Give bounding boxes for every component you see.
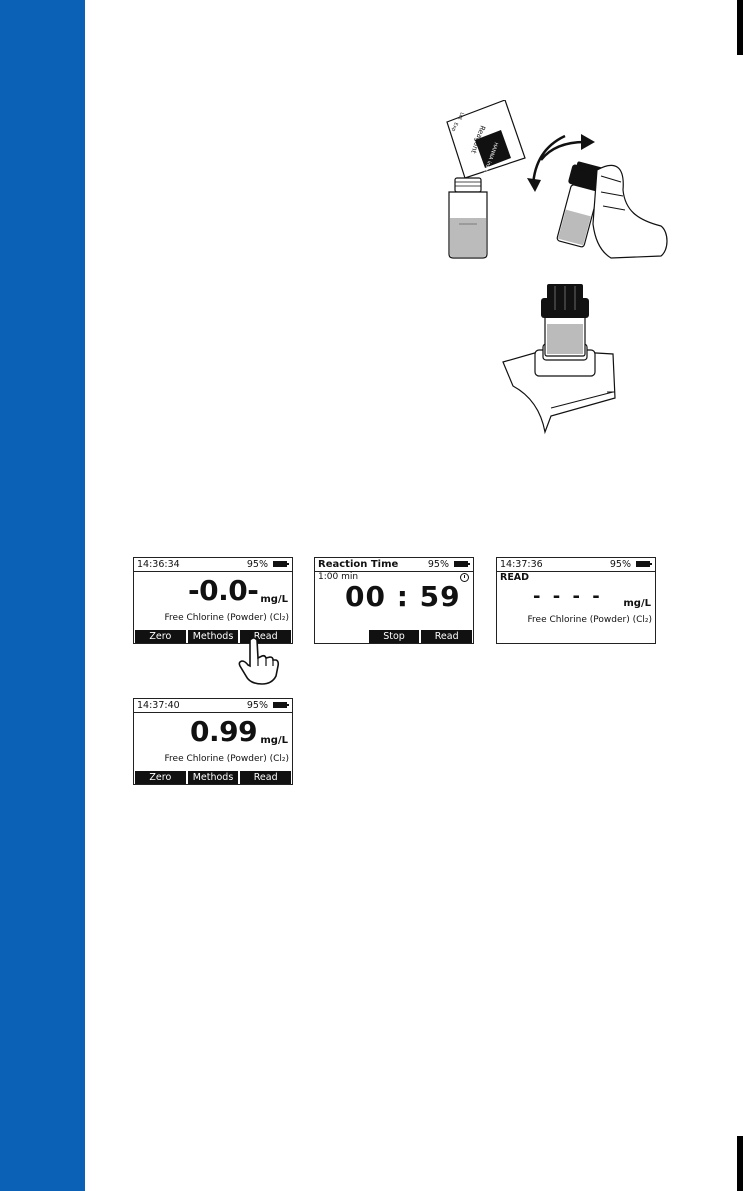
blank-softkey bbox=[316, 630, 367, 643]
methods-softkey[interactable]: Methods bbox=[188, 771, 239, 784]
status-bar: 14:37:36 95% bbox=[497, 558, 655, 572]
battery-icon bbox=[636, 561, 650, 567]
reading-unit: mg/L bbox=[260, 735, 288, 746]
battery-percent: 95% bbox=[610, 559, 631, 571]
lcd-reaction-time-screen: Reaction Time 95% 1:00 min 00 : 59 Stop … bbox=[314, 557, 474, 644]
rotate-arrow-forward-icon bbox=[541, 142, 585, 160]
softkey-bar: Stop Read bbox=[315, 630, 473, 643]
battery-percent: 95% bbox=[247, 700, 268, 712]
clock: 14:37:40 bbox=[137, 700, 180, 712]
sample-vial-open bbox=[449, 178, 487, 258]
zero-softkey[interactable]: Zero bbox=[135, 630, 186, 643]
methods-softkey[interactable]: Methods bbox=[188, 630, 239, 643]
battery-icon bbox=[454, 561, 468, 567]
crop-mark-bottom bbox=[737, 1136, 743, 1191]
battery-percent: 95% bbox=[247, 559, 268, 571]
crop-mark-top bbox=[737, 0, 743, 55]
parameter-name: Free Chlorine (Powder) (Cl₂) bbox=[165, 754, 289, 764]
reading-placeholder: - - - - bbox=[533, 586, 603, 607]
parameter-name: Free Chlorine (Powder) (Cl₂) bbox=[165, 613, 289, 623]
pointing-hand-icon bbox=[236, 636, 284, 686]
lcd-reading-screen: 14:37:36 95% READ - - - - mg/L Free Chlo… bbox=[496, 557, 656, 644]
reading-value: -0.0- bbox=[188, 576, 258, 606]
battery-percent: 95% bbox=[428, 559, 449, 571]
screen-title: Reaction Time bbox=[318, 559, 398, 571]
read-softkey[interactable]: Read bbox=[240, 771, 291, 784]
battery-icon bbox=[273, 561, 287, 567]
parameter-name: Free Chlorine (Powder) (Cl₂) bbox=[528, 615, 652, 625]
rotate-arrow-back-icon bbox=[533, 136, 565, 186]
timer-icon bbox=[460, 573, 469, 582]
add-reagent-and-shake-illustration: Reagent HANNA instruments Lot Exp bbox=[425, 100, 680, 270]
read-softkey[interactable]: Read bbox=[421, 630, 472, 643]
battery-icon bbox=[273, 702, 287, 708]
softkey-bar: Zero Methods Read bbox=[134, 771, 292, 784]
vial-in-meter-illustration bbox=[495, 280, 635, 440]
status-bar: Reaction Time 95% bbox=[315, 558, 473, 572]
reading-value: 0.99 bbox=[190, 717, 257, 747]
countdown-timer: 00 : 59 bbox=[345, 582, 461, 612]
lcd-result-screen: 14:37:40 95% 0.99 mg/L Free Chlorine (Po… bbox=[133, 698, 293, 785]
side-color-bar bbox=[0, 0, 85, 1191]
stop-softkey[interactable]: Stop bbox=[369, 630, 420, 643]
status-bar: 14:36:34 95% bbox=[134, 558, 292, 572]
zero-softkey[interactable]: Zero bbox=[135, 771, 186, 784]
lcd-zero-screen: 14:36:34 95% -0.0- mg/L Free Chlorine (P… bbox=[133, 557, 293, 644]
reading-unit: mg/L bbox=[623, 598, 651, 609]
reading-unit: mg/L bbox=[260, 594, 288, 605]
reagent-packet: Reagent HANNA instruments Lot Exp bbox=[447, 100, 525, 190]
mode-label: READ bbox=[500, 572, 529, 583]
status-bar: 14:37:40 95% bbox=[134, 699, 292, 713]
clock: 14:36:34 bbox=[137, 559, 180, 571]
clock: 14:37:36 bbox=[500, 559, 543, 571]
